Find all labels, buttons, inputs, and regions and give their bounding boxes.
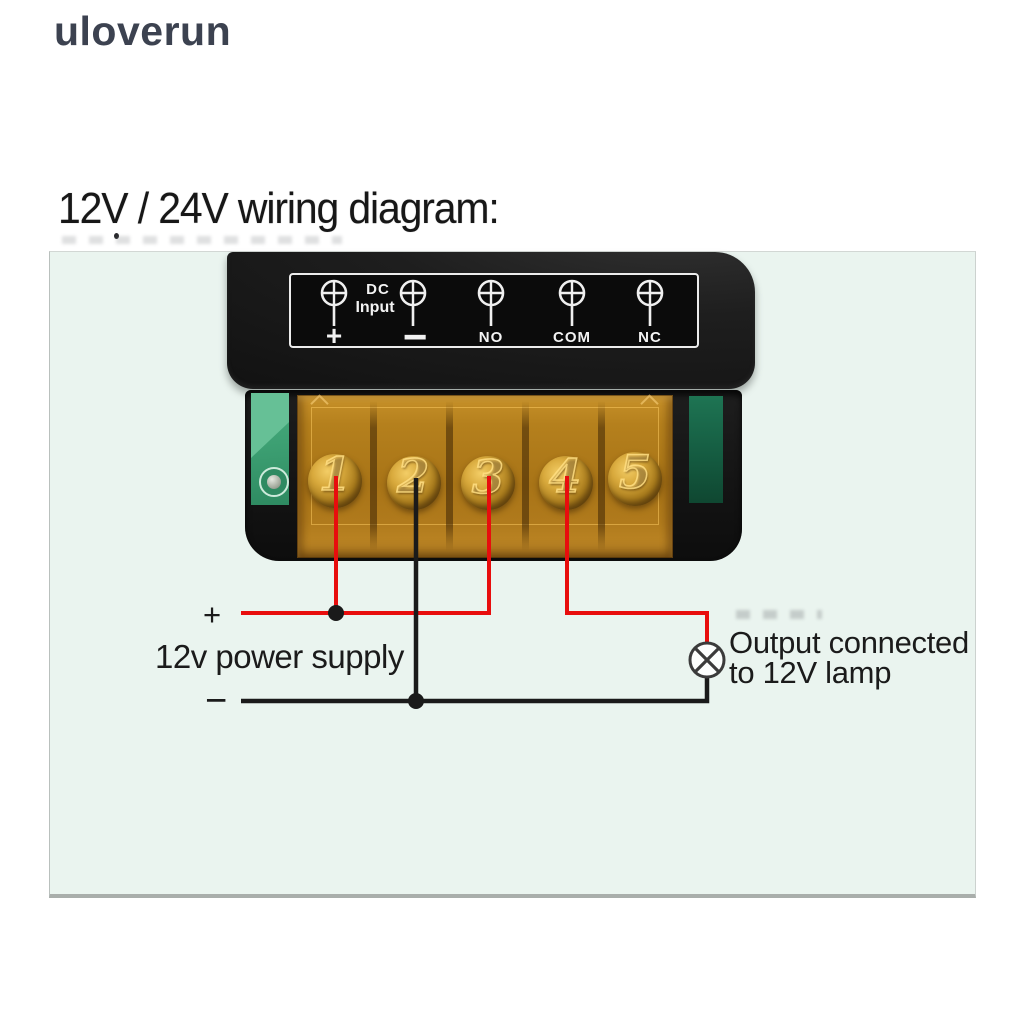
screw-terminal-icon bbox=[320, 279, 348, 326]
nc-terminal-label: NC bbox=[638, 329, 662, 346]
junction-dot bbox=[328, 605, 344, 621]
com-terminal-label: COM bbox=[553, 329, 591, 346]
relay-base: 1 2 3 4 5 bbox=[245, 390, 742, 561]
power-supply-label: 12v power supply bbox=[155, 638, 404, 675]
watermark-text: uloverun bbox=[54, 8, 232, 54]
terminal-number: 3 bbox=[471, 450, 505, 504]
terminal-divider bbox=[370, 401, 377, 551]
terminal-number: 2 bbox=[396, 449, 430, 503]
pcb-edge-left bbox=[251, 393, 289, 505]
minus-annotation: − bbox=[205, 680, 228, 722]
no-terminal-label: NO bbox=[478, 329, 504, 346]
output-label-line2: to 12V lamp bbox=[729, 654, 892, 690]
pcb-edge-right bbox=[689, 396, 723, 503]
diagram-panel: DC Input + − NO COM NC bbox=[49, 251, 976, 898]
terminal-divider bbox=[446, 401, 453, 551]
relay-label-panel: DC Input + − NO COM NC bbox=[289, 273, 699, 358]
output-label-line1: Output connected bbox=[729, 625, 969, 660]
input-label: Input bbox=[355, 299, 395, 316]
dc-label: DC bbox=[366, 281, 390, 298]
mounting-pin bbox=[267, 475, 281, 489]
lamp-icon bbox=[688, 641, 726, 679]
screw-terminal-icon bbox=[399, 279, 427, 326]
page-title: 12V / 24V wiring diagram: bbox=[58, 184, 500, 233]
plus-annotation: + bbox=[203, 597, 222, 632]
output-label: Output connected to 12V lamp bbox=[729, 625, 969, 690]
terminal-number: 5 bbox=[618, 445, 652, 499]
relay-module-body: DC Input + − NO COM NC bbox=[227, 252, 755, 389]
screw-terminal-icon bbox=[477, 279, 505, 326]
terminal-divider bbox=[598, 401, 605, 551]
screw-terminal-icon bbox=[558, 279, 586, 326]
screw-terminal-icon bbox=[636, 279, 664, 326]
terminal-block-cover: 1 2 3 4 5 bbox=[297, 394, 673, 558]
terminal-divider bbox=[522, 401, 529, 551]
terminal-number: 1 bbox=[318, 447, 352, 501]
wire-negative-rail bbox=[241, 676, 710, 704]
junction-dot bbox=[408, 693, 424, 709]
ghost-text-artifact bbox=[62, 236, 342, 244]
plus-terminal-label: + bbox=[325, 320, 343, 351]
pcb-mounting-hole bbox=[259, 467, 289, 497]
minus-terminal-label: − bbox=[402, 313, 428, 360]
title-artifact-dot bbox=[114, 233, 119, 239]
terminal-number: 4 bbox=[548, 449, 582, 503]
ghost-text-artifact bbox=[736, 610, 822, 619]
